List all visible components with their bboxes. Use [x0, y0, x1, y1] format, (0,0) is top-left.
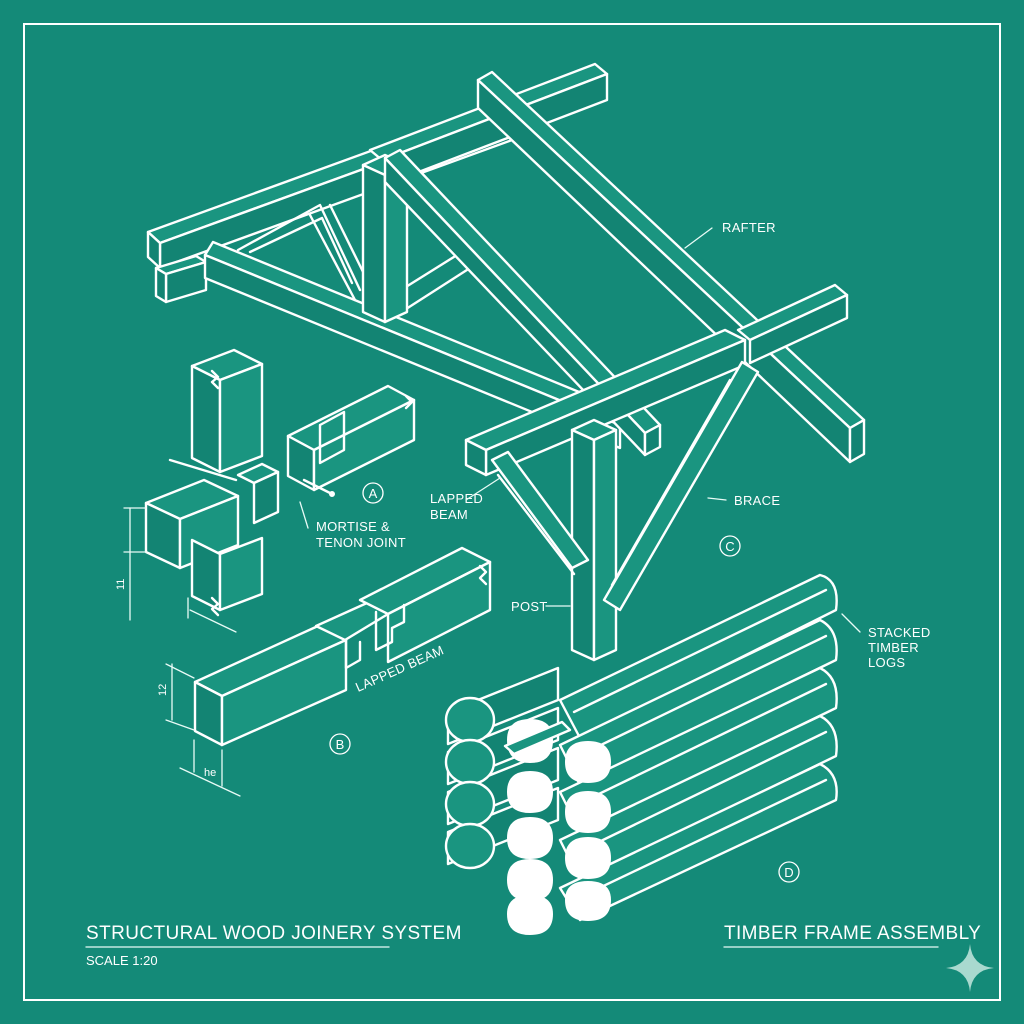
marker-b: B: [329, 733, 351, 755]
dimension-12: 12: [157, 684, 169, 696]
sheet-border: [23, 23, 1001, 1001]
svg-text:D: D: [784, 865, 793, 880]
brace-right: [602, 360, 760, 612]
svg-text:B: B: [336, 737, 345, 752]
title-right: TIMBER FRAME ASSEMBLY: [724, 923, 981, 944]
second-rafter: [383, 148, 662, 457]
lower-long-beam: [203, 240, 630, 450]
svg-text:C: C: [725, 539, 734, 554]
lapped-beam-c-label-line1: LAPPED: [430, 491, 483, 506]
stacked-logs-label-line3: LOGS: [868, 655, 905, 670]
log-end-caps: [503, 718, 612, 936]
marker-a: A: [362, 482, 384, 504]
post-label: POST: [511, 599, 548, 614]
title-left: STRUCTURAL WOOD JOINERY SYSTEM: [86, 923, 462, 944]
svg-text:A: A: [369, 486, 378, 501]
stacked-timber-logs: [444, 573, 838, 936]
log-rows-front: [558, 573, 838, 922]
post: [570, 418, 618, 662]
mortise-tenon-joint: [123, 348, 416, 633]
scale-label: SCALE 1:20: [86, 953, 158, 968]
timber-frame-assembly: [146, 62, 866, 662]
dimension-he: he: [204, 767, 216, 779]
dimension-11: 11: [115, 579, 127, 590]
marker-c: C: [719, 535, 741, 557]
lapped-beam-b: [165, 546, 492, 797]
brace-label: BRACE: [734, 493, 780, 508]
stacked-logs-label-line1: STACKED: [868, 625, 931, 640]
truss-brace-left: [236, 203, 362, 292]
marker-d: D: [778, 861, 800, 883]
right-cross-beam: [736, 283, 849, 365]
lapped-beam-c-label-line2: BEAM: [430, 507, 468, 522]
mortise-tenon-label-line1: MORTISE &: [316, 519, 390, 534]
mortise-tenon-label-line2: TENON JOINT: [316, 535, 406, 550]
brace-left: [490, 450, 590, 576]
stacked-logs-label-line2: TIMBER: [868, 640, 919, 655]
rafter-label: RAFTER: [722, 220, 776, 235]
sparkle-icon: [946, 944, 994, 992]
